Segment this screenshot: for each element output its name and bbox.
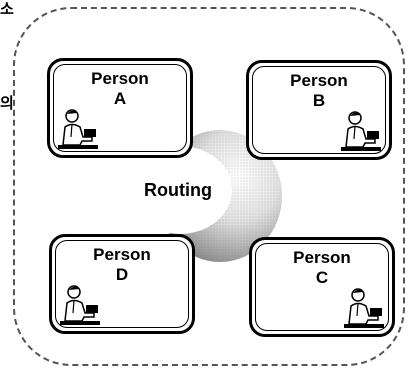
person-b-name: Person <box>290 71 348 90</box>
person-a-node: Person A <box>47 58 193 158</box>
routing-hub-sphere <box>128 130 282 262</box>
network-boundary <box>13 7 405 366</box>
person-c-id: C <box>315 268 329 287</box>
person-b-node: Person B <box>246 60 392 160</box>
person-b-id: B <box>312 91 326 110</box>
person-c-label: Person C <box>252 248 392 288</box>
routing-label: Routing <box>144 180 212 200</box>
person-c-node: Person C <box>249 237 395 337</box>
person-d-label: Person D <box>52 245 192 285</box>
person-d-name: Person <box>93 245 151 264</box>
person-d-id: D <box>115 265 129 284</box>
margin-glyph-top: 소 <box>0 0 14 18</box>
person-at-desk-icon <box>341 111 381 151</box>
person-c-name: Person <box>293 248 351 267</box>
margin-glyph-left: 의 <box>0 94 14 112</box>
person-at-desk-icon <box>58 109 98 149</box>
person-a-id: A <box>113 89 127 108</box>
person-at-desk-icon <box>344 288 384 328</box>
person-at-desk-icon <box>60 285 100 325</box>
person-b-label: Person B <box>249 71 389 111</box>
person-a-label: Person A <box>50 69 190 109</box>
person-d-node: Person D <box>49 234 195 334</box>
person-a-name: Person <box>91 69 149 88</box>
